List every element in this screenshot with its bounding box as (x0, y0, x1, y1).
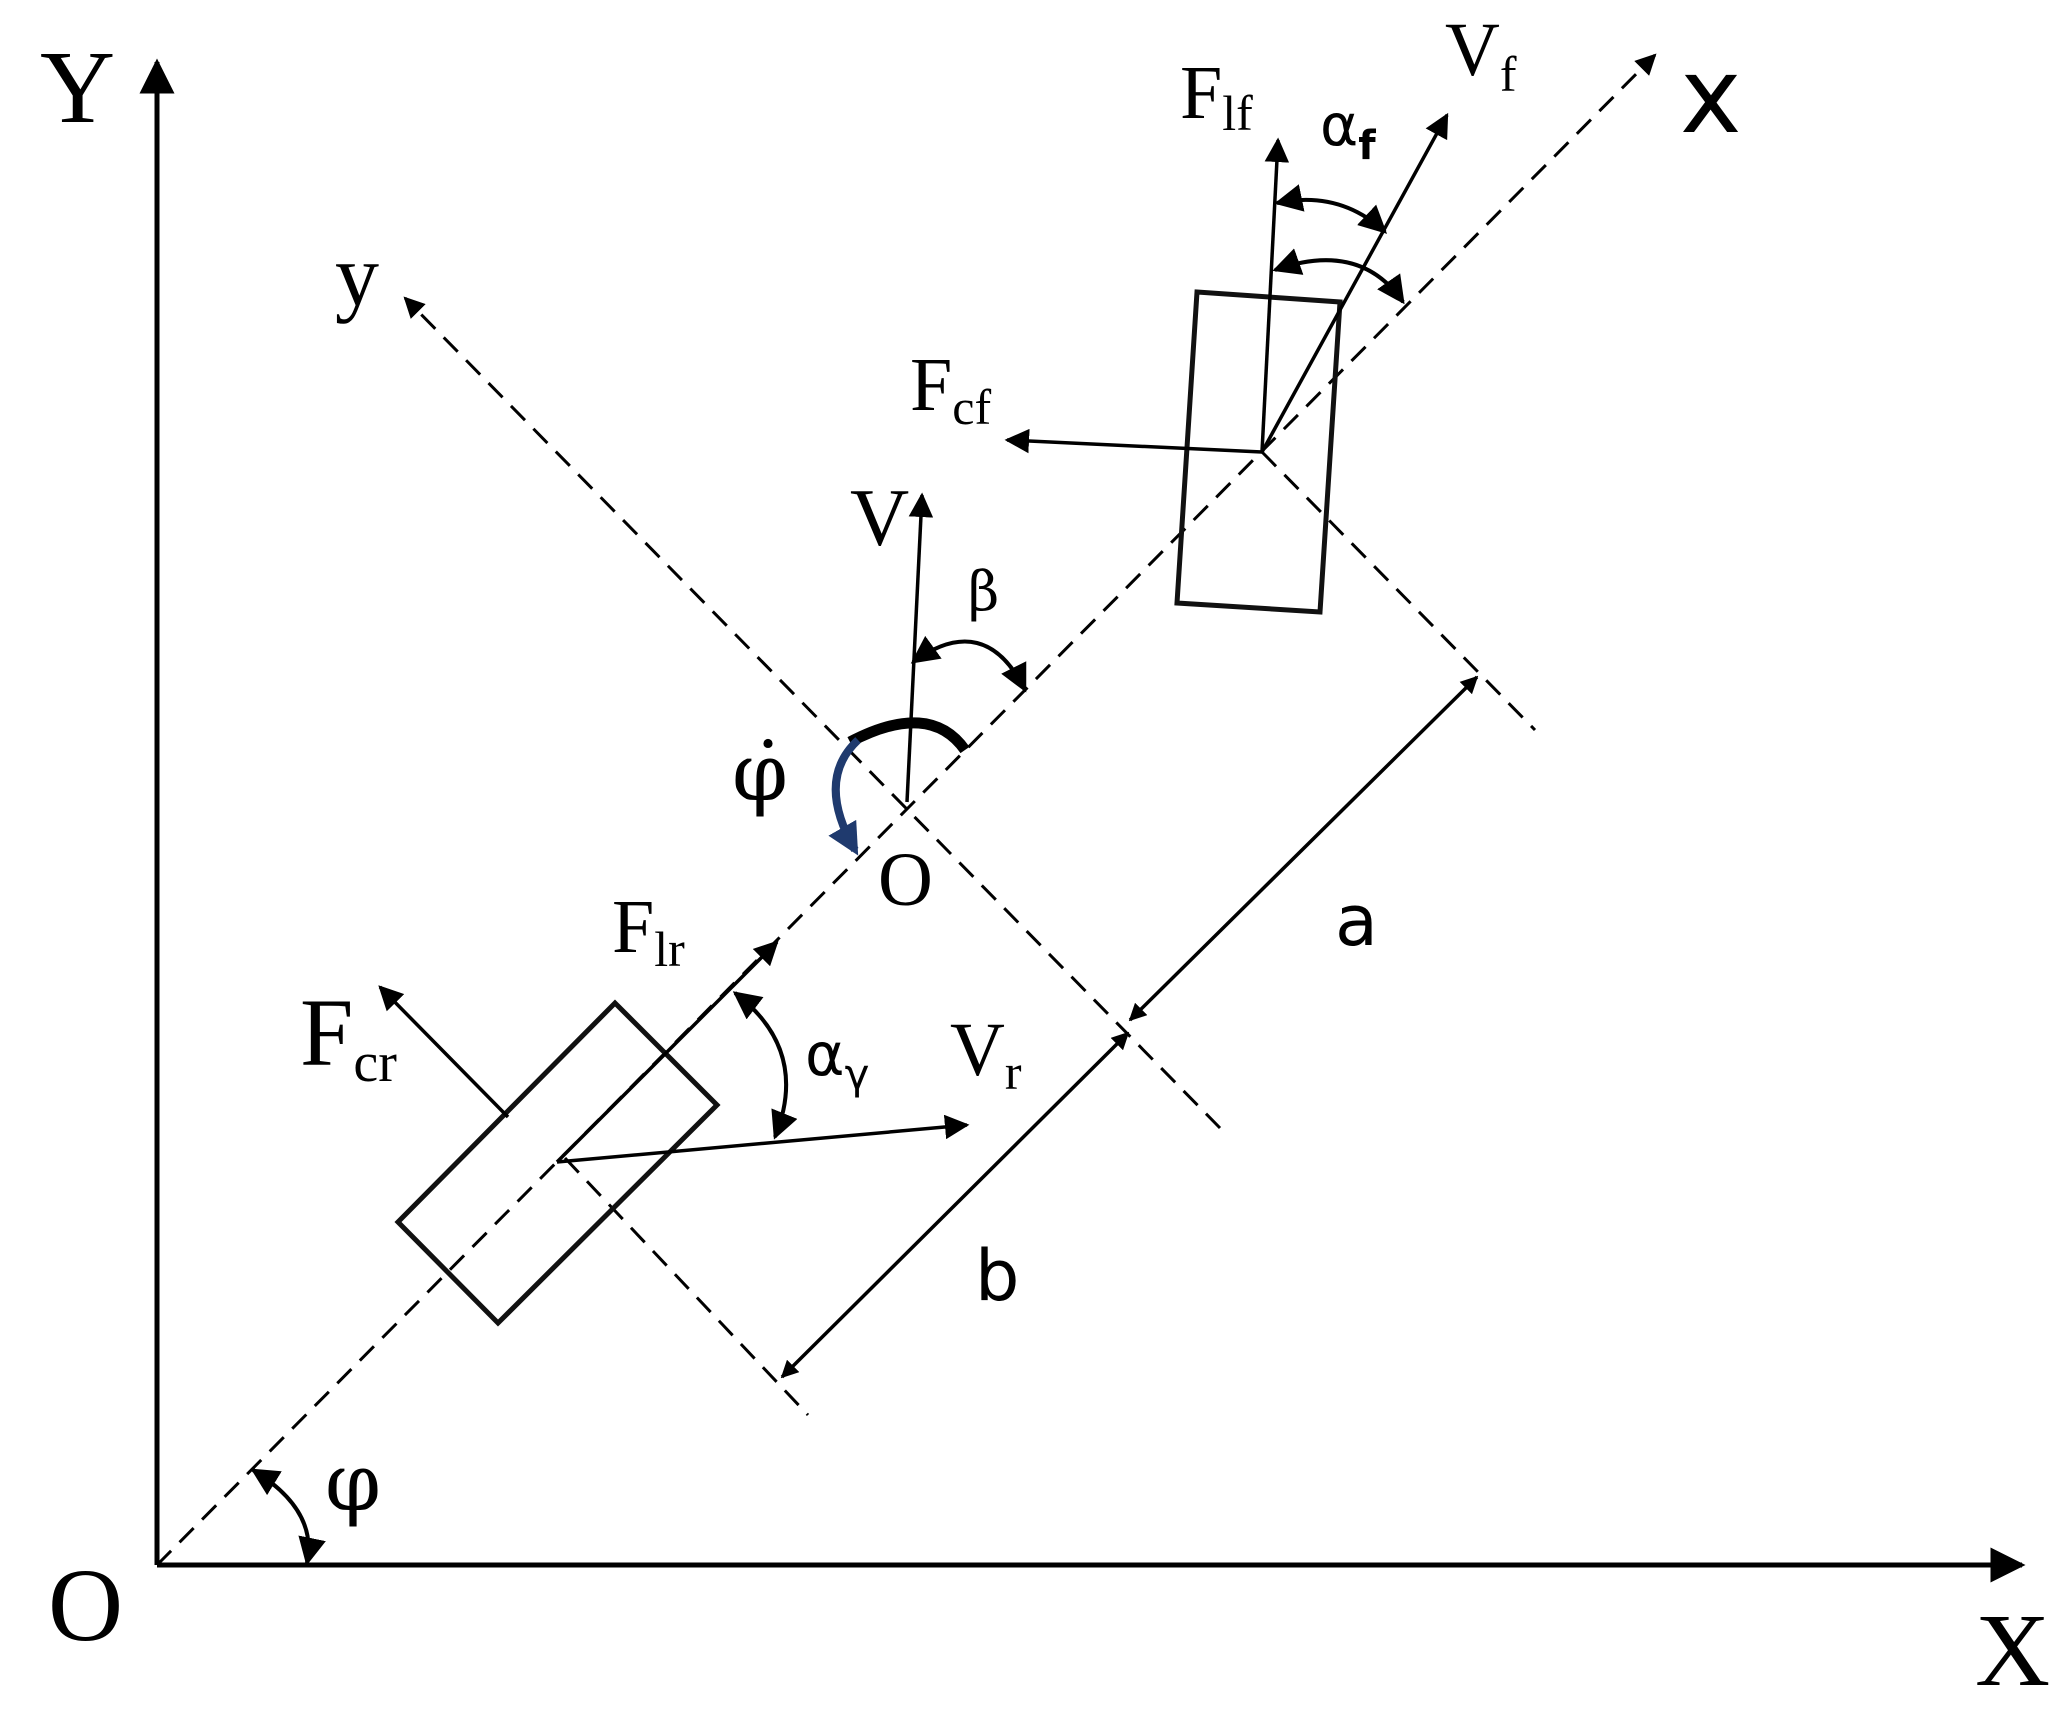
svg-text:Vr: Vr (950, 1008, 1022, 1100)
rear-longitudinal-force-label: Flr (612, 885, 685, 977)
front-cornering-force-label: Fcf (910, 343, 991, 435)
rear-longitudinal-force-vector (555, 940, 779, 1164)
front-axle-line (1260, 450, 1537, 732)
yaw-rate-arrow-blue (828, 737, 861, 856)
global-origin-label: O (48, 1548, 123, 1663)
rear-cornering-force-vector (378, 985, 510, 1119)
rear-velocity-vector (556, 1114, 970, 1164)
front-velocity-vector (1260, 112, 1449, 453)
distance-b-dimension (780, 1031, 1130, 1379)
sideslip-angle-label: β (968, 560, 999, 623)
cg-velocity-label: V (850, 472, 909, 563)
rear-axle-line (563, 1156, 810, 1417)
global-y-label: Y (40, 30, 115, 145)
sideslip-angle-arc (910, 635, 1027, 693)
rear-slip-angle-label: αγ (805, 1020, 869, 1099)
front-slip-angle-arc (1274, 184, 1388, 234)
yaw-rate-label: φ̇ (732, 726, 788, 819)
local-y-axis (403, 296, 1222, 1130)
svg-text:αf: αf (1320, 91, 1376, 169)
local-x-axis (155, 53, 1657, 1567)
global-x-label: X (1975, 1593, 2050, 1708)
svg-text:Flf: Flf (1180, 51, 1253, 141)
front-longitudinal-force-label: Flf (1180, 51, 1253, 141)
cg-velocity-vector (905, 492, 934, 803)
front-steer-angle-arc (1272, 248, 1405, 305)
front-slip-angle-label: αf (1320, 91, 1376, 169)
distance-b-label: b (975, 1235, 1019, 1317)
yaw-rate-arc-black (847, 717, 970, 754)
local-y-label: y (335, 228, 379, 325)
yaw-angle-label: φ (325, 1436, 381, 1529)
rear-velocity-label: Vr (950, 1008, 1022, 1100)
distance-a-label: a (1335, 880, 1378, 962)
svg-text:Vf: Vf (1445, 8, 1517, 102)
rear-wheel (394, 999, 721, 1327)
cg-label: O (878, 838, 933, 922)
front-cornering-force-vector (1004, 428, 1263, 454)
distance-a-dimension (1128, 675, 1479, 1022)
svg-text:Fcr: Fcr (300, 979, 397, 1094)
yaw-angle-arc (250, 1468, 326, 1566)
local-x-label: x (1680, 35, 1742, 157)
svg-text:Flr: Flr (612, 885, 685, 977)
rear-slip-angle-arc (732, 991, 798, 1140)
rear-cornering-force-label: Fcr (300, 979, 397, 1094)
front-velocity-label: Vf (1445, 8, 1517, 102)
svg-text:Fcf: Fcf (910, 343, 991, 435)
svg-text:αγ: αγ (805, 1020, 869, 1099)
